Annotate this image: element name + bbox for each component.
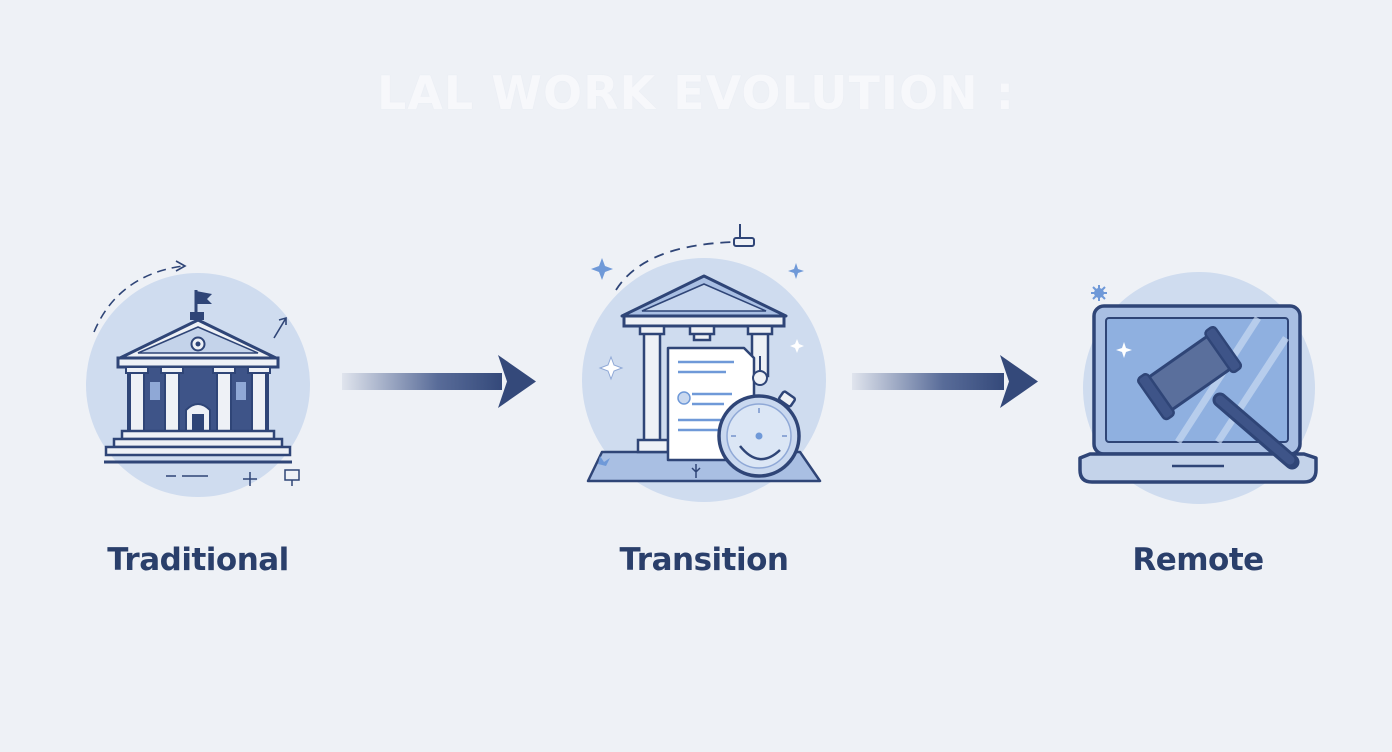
arrow-right-icon xyxy=(852,355,1038,408)
stage-traditional: Traditional xyxy=(68,0,328,600)
stage-label-remote: Remote xyxy=(1132,542,1264,578)
stage-label-traditional: Traditional xyxy=(107,542,289,578)
diagram-title: LAL WORK EVOLUTION : xyxy=(376,66,1015,120)
courthouse-document-stopwatch-icon xyxy=(582,224,826,502)
arrow-right-icon xyxy=(342,355,536,408)
stage-transition: Transition xyxy=(574,0,834,600)
laptop-gavel-icon xyxy=(1078,272,1318,504)
stage-label-transition: Transition xyxy=(619,542,789,578)
courthouse-icon xyxy=(86,260,310,497)
stage-remote: Remote xyxy=(1068,0,1328,600)
